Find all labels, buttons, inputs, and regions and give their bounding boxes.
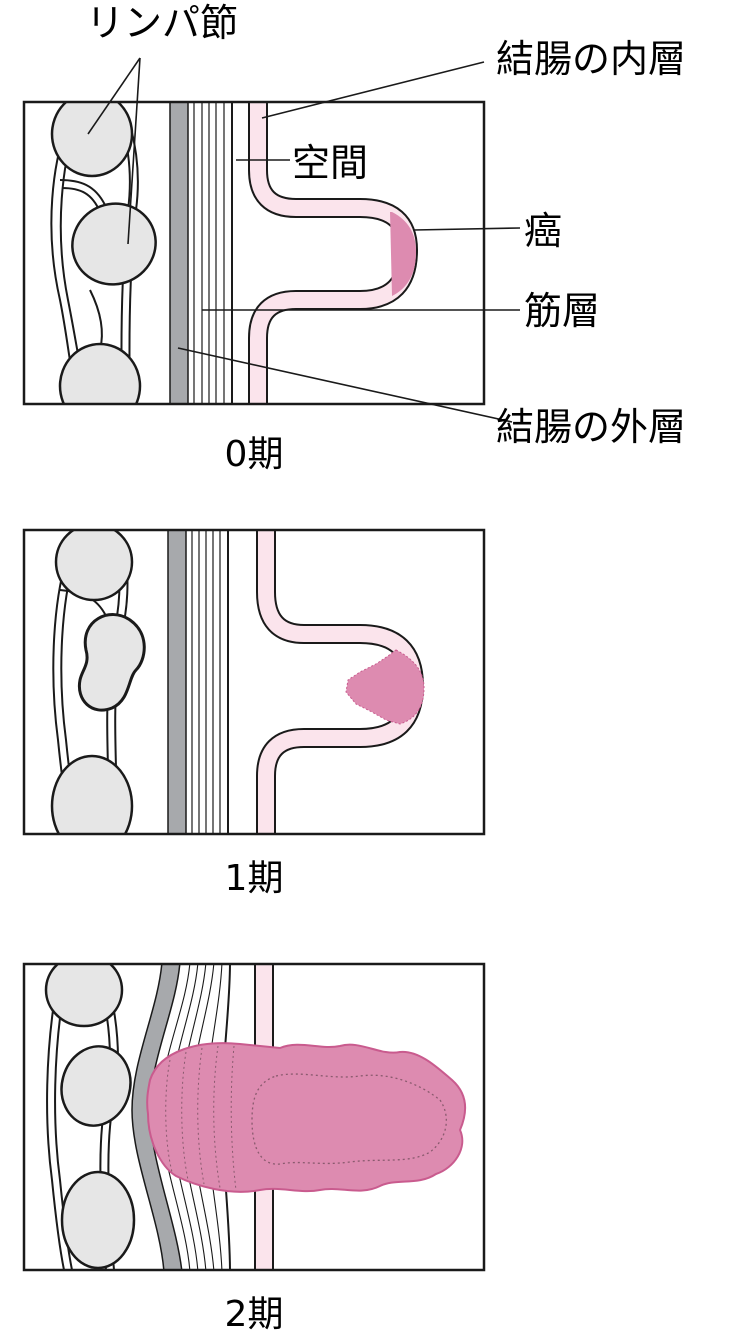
label-lymph-node: リンパ節: [86, 1, 238, 45]
cancer-region: [146, 1042, 466, 1193]
lymph-node: [44, 964, 124, 1028]
muscle-layer: [193, 102, 233, 404]
stage-2-caption: 2期: [225, 1294, 284, 1335]
label-muscle-layer: 筋層: [524, 289, 600, 333]
cancer-inner-outline: [251, 1073, 447, 1165]
colon-outer-layer: [169, 102, 189, 404]
colon-outer-layer: [131, 964, 183, 1270]
lymph-node: [54, 530, 134, 602]
colon-outer-layer: [167, 530, 187, 834]
stage-1-caption: 1期: [225, 858, 284, 899]
label-colon-outer-layer: 結腸の外層: [496, 405, 686, 449]
lymph-node: [71, 202, 157, 286]
stage-2-panel: 2期: [22, 962, 486, 1335]
lymph-node: [50, 102, 134, 178]
leader-lines: [87, 57, 521, 423]
cancer-region: [390, 212, 416, 296]
stage-0-frame: [22, 100, 486, 406]
stage-2-frame: [22, 962, 486, 1272]
lymph-node: [77, 613, 146, 712]
muscle-layer: [191, 530, 229, 834]
cancer-region: [345, 649, 425, 725]
label-colon-inner-layer: 結腸の内層: [496, 37, 686, 81]
label-cancer: 癌: [524, 209, 562, 253]
lymph-node: [58, 342, 142, 404]
label-lumen: 空間: [292, 141, 368, 185]
stage-0-caption: 0期: [225, 434, 284, 475]
lymph-node: [60, 1045, 132, 1127]
stage-0-panel: 0期: [22, 100, 486, 475]
stage-1-panel: 1期: [22, 528, 486, 899]
stage-1-frame: [22, 528, 486, 836]
lymph-node: [50, 754, 134, 834]
lymph-node: [60, 1170, 136, 1270]
cancer-striations: [165, 1045, 237, 1191]
